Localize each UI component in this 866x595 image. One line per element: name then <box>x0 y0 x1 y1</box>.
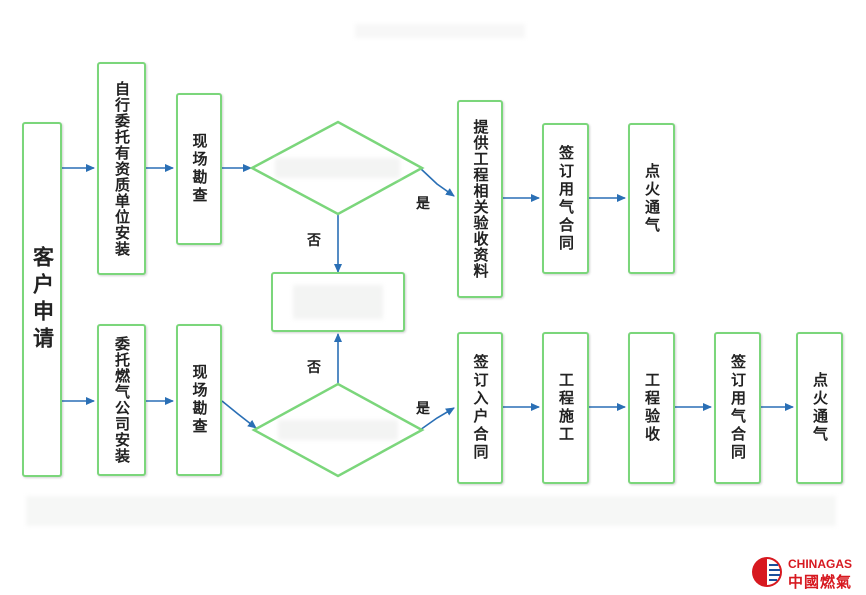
blurred-footer-text <box>26 496 836 526</box>
label-no-top: 否 <box>307 233 321 249</box>
chinagas-logo: CHINAGAS 中國燃氣 <box>748 555 864 591</box>
blurred-decision-text-top <box>275 158 400 178</box>
logo-chinese: 中國燃氣 <box>788 573 853 591</box>
ignite-box-bottom: 点火通气 <box>796 332 843 484</box>
sign-contract-label-top: 签订用气合同 <box>557 144 575 253</box>
sign-contract-box-top: 签订用气合同 <box>542 123 589 274</box>
arrow-survey-to-decision-bottom <box>221 400 257 429</box>
construction-box: 工程施工 <box>542 332 589 484</box>
acceptance-box: 工程验收 <box>628 332 675 484</box>
site-survey-label-bottom: 现场勘查 <box>190 364 209 436</box>
sign-household-label: 签订入户合同 <box>471 354 490 462</box>
entrust-company-box: 委托燃气公司安装 <box>97 324 146 476</box>
blurred-process-text <box>293 285 383 319</box>
label-yes-bottom: 是 <box>416 401 430 417</box>
site-survey-box-top: 现场勘查 <box>176 93 222 245</box>
blurred-header-text <box>355 24 525 38</box>
customer-apply-label: 客户申请 <box>30 245 55 354</box>
label-yes-top: 是 <box>416 196 430 212</box>
construction-label: 工程施工 <box>557 372 575 444</box>
blurred-decision-text-bottom <box>278 420 398 440</box>
sign-contract-label-bottom: 签订用气合同 <box>729 354 747 462</box>
rectify-process-box <box>271 272 405 332</box>
site-survey-box-bottom: 现场勘查 <box>176 324 222 476</box>
logo-english: CHINAGAS <box>788 557 853 571</box>
chinagas-emblem-icon <box>752 557 782 587</box>
sign-contract-box-bottom: 签订用气合同 <box>714 332 761 484</box>
acceptance-label: 工程验收 <box>643 372 661 444</box>
site-survey-label-top: 现场勘查 <box>190 133 209 205</box>
self-entrust-label: 自行委托有资质单位安装 <box>113 80 131 257</box>
ignite-label-top: 点火通气 <box>643 162 661 235</box>
self-entrust-box: 自行委托有资质单位安装 <box>97 62 146 275</box>
label-no-bottom: 否 <box>307 360 321 376</box>
sign-household-box: 签订入户合同 <box>457 332 503 484</box>
ignite-label-bottom: 点火通气 <box>811 372 829 444</box>
ignite-box-top: 点火通气 <box>628 123 675 274</box>
arrow-decision-bottom-yes <box>419 407 455 431</box>
submit-docs-label: 提供工程相关验收资料 <box>471 119 490 279</box>
entrust-company-label: 委托燃气公司安装 <box>113 336 131 464</box>
arrow-decision-top-yes <box>419 167 455 197</box>
customer-apply-box: 客户申请 <box>22 122 62 477</box>
submit-docs-box: 提供工程相关验收资料 <box>457 100 503 298</box>
